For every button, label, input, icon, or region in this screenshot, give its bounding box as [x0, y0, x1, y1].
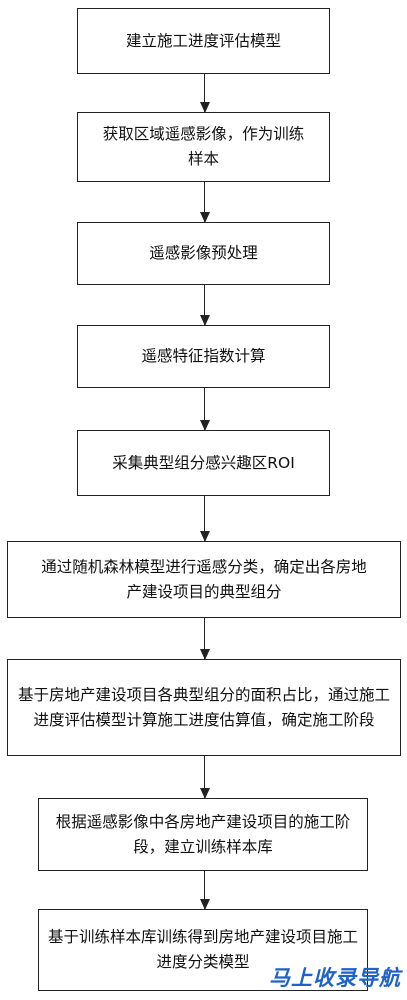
step-2-label: 获取区域遥感影像，作为训练样本 [102, 125, 305, 168]
step-1-label: 建立施工进度评估模型 [125, 31, 281, 50]
step-1-box: 建立施工进度评估模型 [77, 8, 330, 74]
step-5-box: 采集典型组分感兴趣区ROI [77, 430, 330, 496]
step-9-box: 基于训练样本库训练得到房地产建设项目施工进度分类模型 [38, 909, 368, 991]
arrow-6-7 [199, 618, 210, 660]
arrow-4-5 [199, 388, 210, 431]
step-8-box: 根据遥感影像中各房地产建设项目的施工阶段，建立训练样本库 [38, 798, 368, 871]
step-4-label: 遥感特征指数计算 [141, 347, 266, 365]
step-9-label: 基于训练样本库训练得到房地产建设项目施工进度分类模型 [47, 928, 358, 971]
step-7-label: 基于房地产建设项目各典型组分的面积占比，通过施工进度评估模型计算施工进度估算值，… [17, 685, 390, 729]
arrow-2-3 [199, 182, 210, 223]
arrow-1-2 [199, 74, 210, 113]
step-4-box: 遥感特征指数计算 [77, 325, 330, 388]
step-3-label: 遥感影像预处理 [149, 244, 258, 262]
site-watermark: 马上收录导航 [269, 966, 401, 990]
arrow-7-8 [199, 756, 210, 799]
step-6-label: 通过随机森林模型进行遥感分类，确定出各房地产建设项目的典型组分 [41, 557, 367, 601]
arrow-3-4 [199, 285, 210, 326]
step-7-box: 基于房地产建设项目各典型组分的面积占比，通过施工进度评估模型计算施工进度估算值，… [7, 659, 401, 756]
arrow-8-9 [199, 871, 210, 910]
step-6-box: 通过随机森林模型进行遥感分类，确定出各房地产建设项目的典型组分 [7, 541, 401, 618]
arrow-5-6 [199, 496, 210, 542]
step-8-label: 根据遥感影像中各房地产建设项目的施工阶段，建立训练样本库 [55, 812, 351, 856]
step-5-label: 采集典型组分感兴趣区ROI [112, 453, 295, 472]
step-3-box: 遥感影像预处理 [77, 222, 330, 285]
step-2-box: 获取区域遥感影像，作为训练样本 [77, 112, 330, 182]
